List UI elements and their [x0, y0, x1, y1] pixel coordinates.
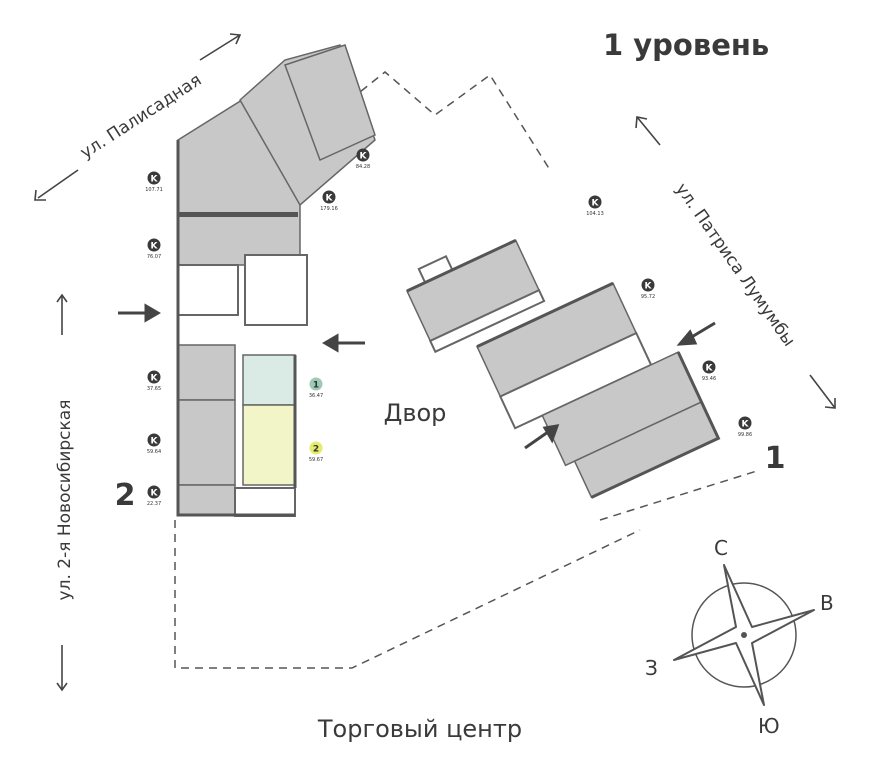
compass-south: Ю — [758, 714, 780, 738]
mall-label: Торговый центр — [317, 715, 522, 743]
unit-area: 36.47 — [309, 393, 323, 399]
street-arrows — [34, 33, 836, 692]
unit-area: 59.64 — [147, 449, 161, 455]
badge-letter: K — [151, 175, 159, 185]
apartment-badge[interactable]: 136.47 — [309, 377, 323, 400]
commercial-unit-badge[interactable]: K 59.64 — [147, 433, 161, 456]
commercial-unit-badge[interactable]: K 76.07 — [147, 238, 161, 261]
commercial-unit-badge[interactable]: K 37.65 — [147, 370, 161, 393]
badge-letter: K — [326, 194, 334, 204]
unit-area: 179.16 — [320, 206, 338, 212]
badge-letter: K — [592, 199, 600, 209]
street-novosibirskaya: ул. 2-я Новосибирская — [55, 400, 75, 601]
badge-letter: 1 — [313, 381, 319, 391]
badge-circle — [147, 171, 161, 185]
badge-circle — [147, 485, 161, 499]
compass-west: З — [645, 656, 658, 680]
building-1-number: 1 — [765, 441, 786, 476]
badge-circle — [309, 377, 323, 391]
badge-letter: K — [706, 364, 714, 374]
unit-area: 99.86 — [738, 432, 752, 438]
badge-letter: K — [151, 374, 159, 384]
commercial-unit-badge[interactable]: K 84.28 — [356, 148, 370, 171]
site-boundary — [174, 71, 761, 669]
unit-area: 37.65 — [147, 386, 161, 392]
badge-circle — [356, 148, 370, 162]
badge-circle — [147, 370, 161, 384]
badge-circle — [588, 195, 602, 209]
badge-letter: 2 — [313, 445, 319, 455]
badge-circle — [309, 441, 323, 455]
commercial-unit-badge[interactable]: K 95.72 — [641, 278, 655, 301]
compass-east: В — [820, 591, 834, 615]
commercial-unit-badge[interactable]: K 99.86 — [738, 416, 752, 439]
commercial-unit-badge[interactable]: K 93.46 — [702, 360, 716, 383]
unit-area: 104.13 — [586, 211, 604, 217]
building-1 — [406, 238, 721, 499]
badge-circle — [147, 433, 161, 447]
building-2 — [176, 44, 376, 517]
street-lumumby: ул. Патриса Лумумбы — [671, 180, 799, 351]
badge-circle — [702, 360, 716, 374]
commercial-unit-badge[interactable]: K 104.13 — [586, 195, 604, 218]
apartment-badge[interactable]: 259.67 — [309, 441, 323, 464]
badge-letter: K — [151, 437, 159, 447]
compass-north: С — [714, 536, 728, 560]
page-title: 1 уровень — [603, 28, 769, 62]
badge-letter: K — [645, 282, 653, 292]
unit-area: 22.37 — [147, 501, 161, 507]
badge-circle — [322, 190, 336, 204]
badge-circle — [147, 238, 161, 252]
unit-area: 93.46 — [702, 376, 716, 382]
badge-circle — [641, 278, 655, 292]
commercial-unit-badge[interactable]: K 107.71 — [145, 171, 163, 194]
badge-letter: K — [742, 420, 750, 430]
badge-letter: K — [151, 489, 159, 499]
badge-circle — [738, 416, 752, 430]
unit-area: 76.07 — [147, 254, 161, 260]
apartment-2-2room[interactable] — [242, 404, 296, 486]
unit-area: 59.67 — [309, 457, 323, 463]
unit-area: 95.72 — [641, 294, 655, 300]
apartment-1-1room[interactable] — [242, 354, 296, 406]
unit-area: 84.28 — [356, 164, 370, 170]
courtyard-label: Двор — [384, 399, 447, 427]
entrance-arrows — [118, 303, 716, 450]
commercial-unit-badge[interactable]: K 179.16 — [320, 190, 338, 213]
unit-area: 107.71 — [145, 187, 163, 193]
commercial-unit-badge[interactable]: K 22.37 — [147, 485, 161, 508]
building-2-number: 2 — [115, 478, 136, 513]
compass-icon — [673, 564, 815, 706]
badge-letter: K — [360, 152, 368, 162]
badge-letter: K — [151, 242, 159, 252]
